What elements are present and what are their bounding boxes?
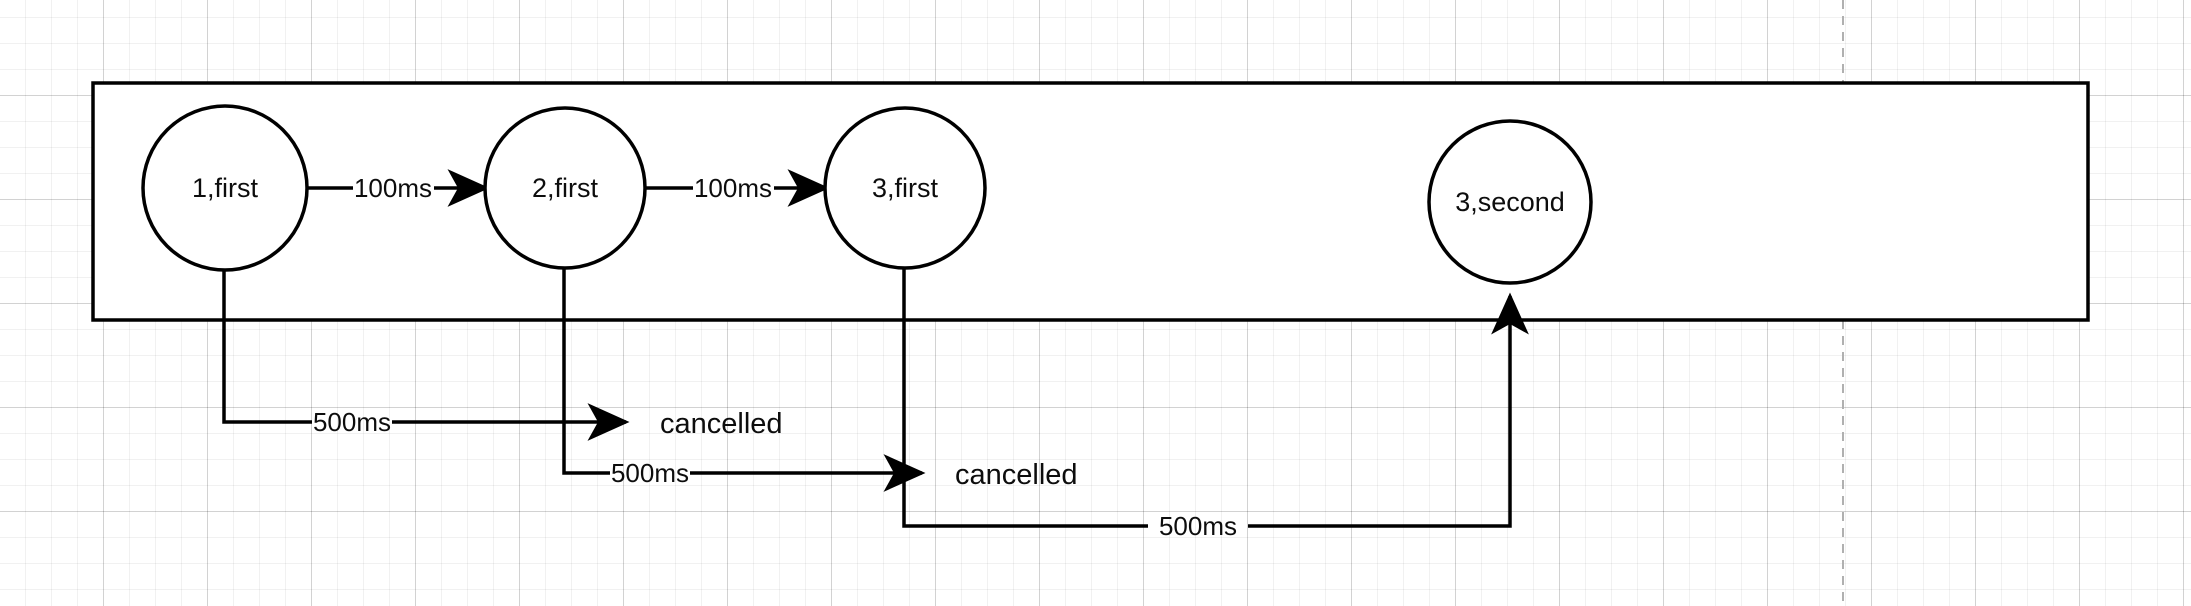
edge-n1-cancelled: 500ms cancelled — [222, 268, 783, 441]
edge-label: 100ms — [354, 173, 432, 203]
node-shape — [141, 104, 309, 272]
edge-n3-n4: 500ms — [902, 268, 1529, 541]
node-2-first[interactable]: 2,first — [483, 106, 647, 270]
edge-label: 500ms — [611, 458, 689, 488]
node-shape — [483, 106, 647, 270]
edge-label: 500ms — [313, 407, 391, 437]
node-3-second[interactable]: 3,second — [1427, 119, 1593, 285]
node-label: 3,first — [872, 173, 939, 203]
edge-path — [222, 268, 312, 424]
edge-n2-cancelled: 500ms cancelled — [562, 268, 1078, 492]
node-1-first[interactable]: 1,first — [141, 104, 309, 272]
terminal-label: cancelled — [660, 408, 783, 440]
node-label: 1,first — [192, 173, 259, 203]
edge-path — [562, 268, 610, 475]
edge-path — [902, 268, 1148, 528]
edge-label: 100ms — [694, 173, 772, 203]
edge-n2-n3: 100ms — [646, 169, 830, 207]
edge-n1-n2: 100ms — [307, 169, 490, 207]
terminal-label: cancelled — [955, 459, 1078, 491]
edge-path — [1248, 292, 1529, 528]
node-shape — [1427, 119, 1593, 285]
edge-label: 500ms — [1159, 511, 1237, 541]
node-label: 3,second — [1455, 187, 1565, 217]
node-3-first[interactable]: 3,first — [823, 106, 987, 270]
node-shape — [823, 106, 987, 270]
node-label: 2,first — [532, 173, 599, 203]
group-container — [91, 81, 2090, 322]
